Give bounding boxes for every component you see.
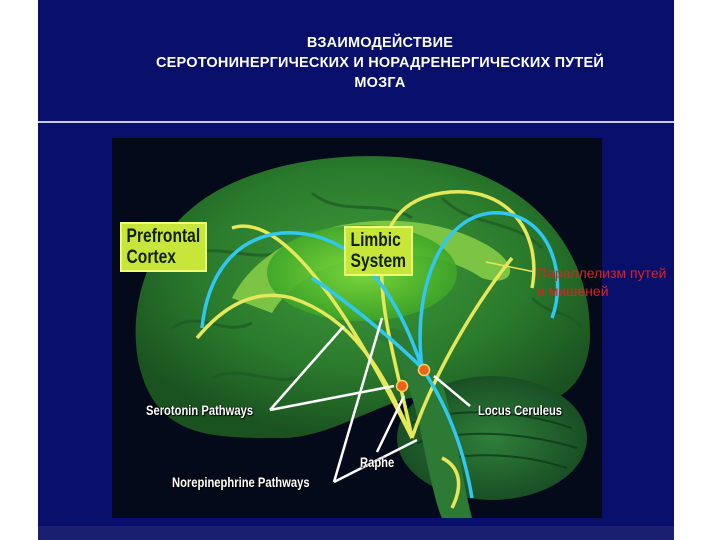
header-divider <box>38 121 674 123</box>
norepinephrine-pathways-label: Norepinephrine Pathways <box>172 474 310 490</box>
title-line-2: СЕРОТОНИНЕРГИЧЕСКИХ И НОРАДРЕНЕРГИЧЕСКИХ… <box>60 53 700 73</box>
brain-pathways-figure: Prefrontal Cortex Limbic System Serotoni… <box>112 138 602 518</box>
serotonin-pathways-label: Serotonin Pathways <box>146 402 253 418</box>
parallelism-annotation: Параллелизм путей и мишеней <box>537 264 667 300</box>
brain-illustration <box>112 138 602 518</box>
slide-title: ВЗАИМОДЕЙСТВИЕ СЕРОТОНИНЕРГИЧЕСКИХ И НОР… <box>60 33 700 93</box>
locus-ceruleus-label: Locus Ceruleus <box>478 402 562 418</box>
prefrontal-cortex-label: Prefrontal Cortex <box>120 222 207 272</box>
title-line-3: МОЗГА <box>60 73 700 93</box>
limbic-system-label: Limbic System <box>344 226 413 276</box>
raphe-label: Raphe <box>360 454 394 470</box>
raphe-nucleus-dot <box>397 381 408 392</box>
title-line-1: ВЗАИМОДЕЙСТВИЕ <box>60 33 700 53</box>
locus-ceruleus-dot <box>419 365 430 376</box>
footer-strip <box>38 526 674 540</box>
